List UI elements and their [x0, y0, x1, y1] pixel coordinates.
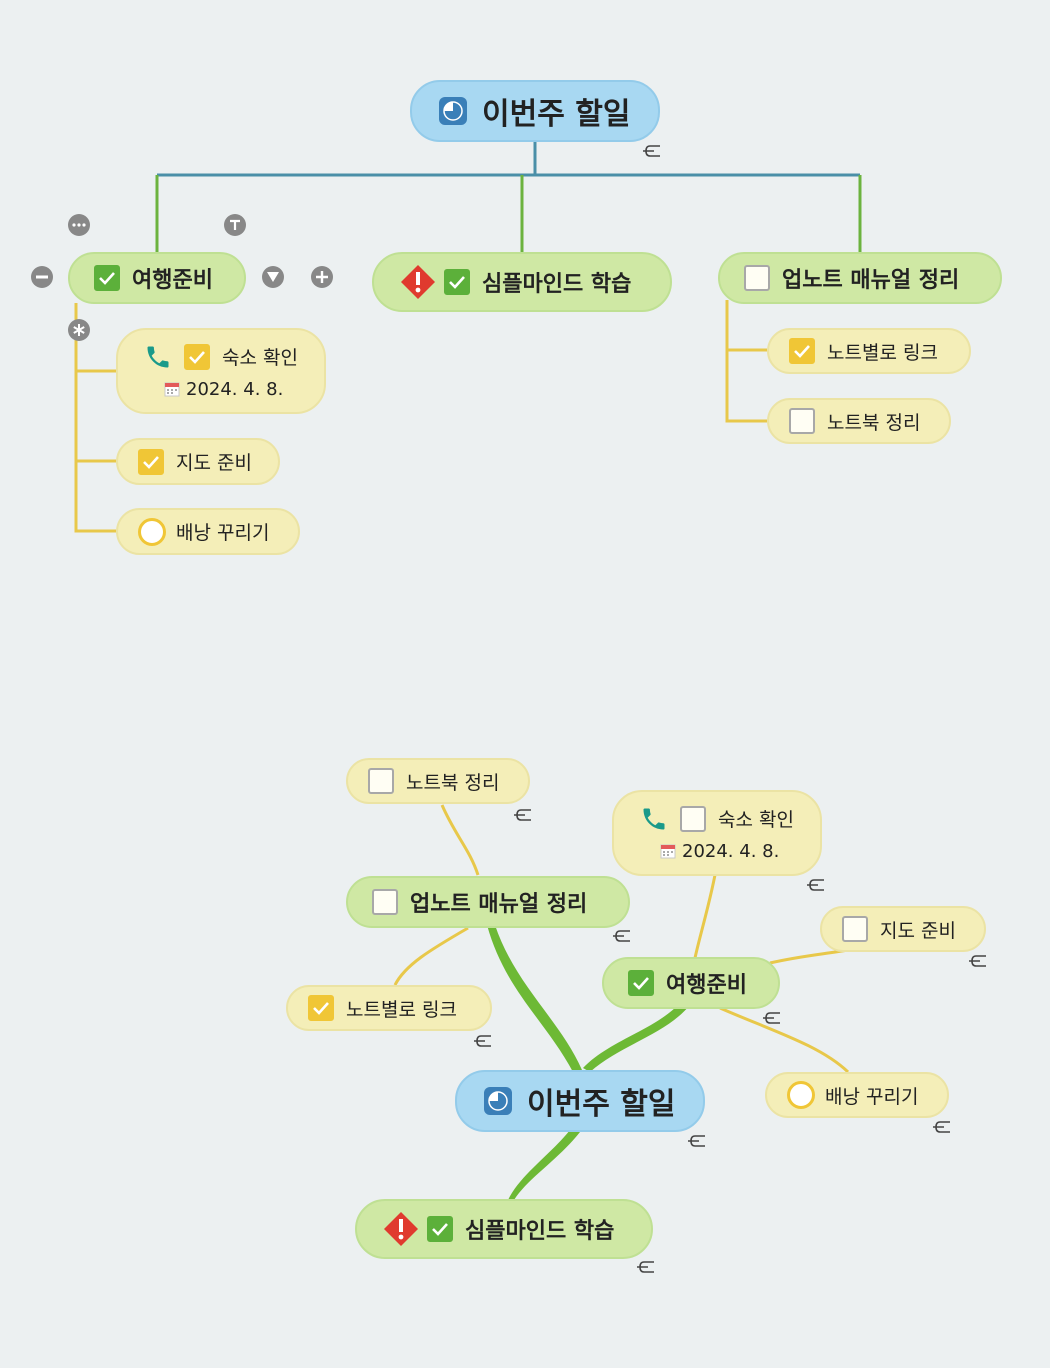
- top-simplemind-node[interactable]: 심플마인드 학습: [372, 252, 672, 312]
- clock-pie-icon: [483, 1086, 513, 1116]
- dropdown-icon[interactable]: [262, 266, 284, 288]
- warning-icon: [400, 264, 436, 300]
- collapse-toggle-icon[interactable]: [641, 142, 663, 160]
- collapse-toggle-icon[interactable]: [805, 876, 827, 894]
- root-label: 이번주 할일: [527, 1087, 676, 1122]
- checkbox-unchecked-icon[interactable]: [680, 805, 706, 832]
- notebook-label: 노트북 정리: [406, 771, 500, 794]
- bottom-branch-connectors: [487, 925, 690, 1200]
- collapse-toggle-icon[interactable]: [611, 927, 633, 945]
- progress-ring-icon[interactable]: [787, 1081, 815, 1109]
- top-link-node[interactable]: 노트별로 링크: [767, 328, 971, 374]
- backpack-label: 배낭 꾸리기: [176, 522, 270, 544]
- notebook-label: 노트북 정리: [827, 411, 921, 434]
- checkbox-checked-icon[interactable]: [94, 265, 120, 291]
- checkbox-checked-icon[interactable]: [444, 269, 470, 295]
- checkbox-unchecked-icon[interactable]: [842, 916, 868, 942]
- bottom-notebook-node[interactable]: 노트북 정리: [346, 758, 530, 804]
- top-leaf-connectors: [74, 300, 767, 533]
- link-label: 노트별로 링크: [827, 341, 938, 364]
- simplemind-label: 심플마인드 학습: [465, 1219, 615, 1244]
- due-date: 2024. 4. 8.: [682, 840, 780, 862]
- progress-ring-icon[interactable]: [138, 517, 166, 546]
- top-travel-node[interactable]: 여행준비: [68, 252, 246, 304]
- top-root-node[interactable]: 이번주 할일: [410, 80, 660, 142]
- top-lodging-node[interactable]: 숙소 확인 2024. 4. 8.: [116, 328, 326, 414]
- due-date: 2024. 4. 8.: [186, 378, 284, 400]
- text-icon[interactable]: [224, 214, 246, 236]
- clock-pie-icon: [438, 96, 468, 126]
- checkbox-checked-icon[interactable]: [789, 338, 815, 364]
- lodging-label: 숙소 확인: [222, 347, 298, 369]
- checkbox-unchecked-icon[interactable]: [372, 889, 398, 915]
- checkbox-unchecked-icon[interactable]: [368, 768, 394, 794]
- travel-label: 여행준비: [132, 268, 213, 293]
- collapse-toggle-icon[interactable]: [686, 1132, 708, 1150]
- calendar-icon: [660, 843, 676, 859]
- collapse-toggle-icon[interactable]: [635, 1258, 657, 1276]
- upnote-label: 업노트 매뉴얼 정리: [410, 892, 588, 917]
- collapse-toggle-icon[interactable]: [761, 1009, 783, 1027]
- bottom-travel-node[interactable]: 여행준비: [602, 957, 780, 1009]
- backpack-label: 배낭 꾸리기: [825, 1085, 919, 1108]
- add-icon[interactable]: [311, 266, 333, 288]
- top-map-node[interactable]: 지도 준비: [116, 438, 280, 485]
- bottom-root-node[interactable]: 이번주 할일: [455, 1070, 705, 1132]
- bottom-backpack-node[interactable]: 배낭 꾸리기: [765, 1072, 949, 1118]
- collapse-toggle-icon[interactable]: [472, 1032, 494, 1050]
- upnote-label: 업노트 매뉴얼 정리: [782, 268, 960, 293]
- collapse-toggle-icon[interactable]: [967, 952, 989, 970]
- collapse-toggle-icon[interactable]: [931, 1118, 953, 1136]
- simplemind-label: 심플마인드 학습: [482, 272, 632, 297]
- checkbox-checked-icon[interactable]: [628, 970, 654, 996]
- bottom-upnote-node[interactable]: 업노트 매뉴얼 정리: [346, 876, 630, 928]
- travel-label: 여행준비: [666, 973, 747, 998]
- star-icon[interactable]: [68, 319, 90, 341]
- bottom-simplemind-node[interactable]: 심플마인드 학습: [355, 1199, 653, 1259]
- bottom-map-node[interactable]: 지도 준비: [820, 906, 986, 952]
- checkbox-unchecked-icon[interactable]: [789, 408, 815, 434]
- map-label: 지도 준비: [176, 452, 252, 474]
- lodging-label: 숙소 확인: [718, 809, 794, 831]
- bottom-link-node[interactable]: 노트별로 링크: [286, 985, 492, 1031]
- checkbox-checked-icon[interactable]: [308, 995, 334, 1021]
- top-notebook-node[interactable]: 노트북 정리: [767, 398, 951, 444]
- checkbox-checked-icon[interactable]: [427, 1216, 453, 1242]
- map-label: 지도 준비: [880, 919, 956, 942]
- collapse-icon[interactable]: [31, 266, 53, 288]
- top-backpack-node[interactable]: 배낭 꾸리기: [116, 508, 300, 555]
- bottom-lodging-node[interactable]: 숙소 확인 2024. 4. 8.: [612, 790, 822, 876]
- phone-icon: [144, 343, 172, 371]
- checkbox-checked-icon[interactable]: [138, 448, 164, 475]
- checkbox-unchecked-icon[interactable]: [744, 265, 770, 291]
- top-upnote-node[interactable]: 업노트 매뉴얼 정리: [718, 252, 1002, 304]
- calendar-icon: [164, 381, 180, 397]
- top-root-connectors: [155, 142, 862, 253]
- warning-icon: [383, 1211, 419, 1247]
- root-label: 이번주 할일: [482, 97, 631, 132]
- link-label: 노트별로 링크: [346, 998, 457, 1021]
- checkbox-checked-icon[interactable]: [184, 343, 210, 370]
- phone-icon: [640, 805, 668, 833]
- collapse-toggle-icon[interactable]: [512, 806, 534, 824]
- more-icon[interactable]: [68, 214, 90, 236]
